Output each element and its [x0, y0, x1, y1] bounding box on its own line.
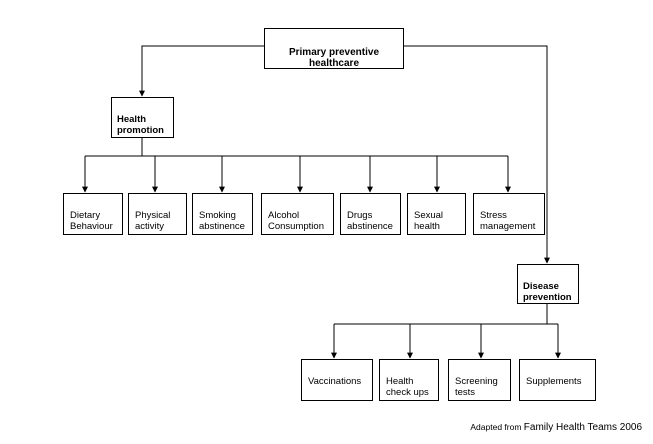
screening-tests-box: Screening tests	[448, 359, 511, 401]
smoking-abstinence-box: Smoking abstinence	[192, 193, 253, 235]
dietary-behaviour-label: Dietary Behaviour	[70, 209, 113, 233]
health-check-ups-label: Health check ups	[386, 375, 429, 399]
disease-prevention-box: Disease prevention	[517, 264, 579, 304]
root-node-box: Primary preventive healthcare	[264, 28, 404, 69]
screening-tests-label: Screening tests	[455, 375, 498, 399]
connector-root-to-health-promotion	[139, 45, 264, 97]
physical-activity-box: Physical activity	[128, 193, 187, 235]
source-prefix: Adapted from	[470, 422, 522, 432]
root-node-label: Primary preventive healthcare	[288, 46, 380, 70]
alcohol-consumption-label: Alcohol Consumption	[268, 209, 324, 233]
supplements-label: Supplements	[526, 375, 582, 387]
stress-management-label: Stress management	[480, 209, 536, 233]
alcohol-consumption-box: Alcohol Consumption	[261, 193, 334, 235]
sexual-health-box: Sexual health	[407, 193, 466, 235]
disease-prevention-label: Disease prevention	[523, 280, 572, 304]
sexual-health-label: Sexual health	[414, 209, 444, 233]
physical-activity-label: Physical activity	[135, 209, 171, 233]
smoking-abstinence-label: Smoking abstinence	[199, 209, 245, 233]
supplements-box: Supplements	[519, 359, 596, 401]
health-promotion-label: Health promotion	[117, 113, 164, 137]
drugs-abstinence-box: Drugs abstinence	[340, 193, 401, 235]
health-promotion-box: Health promotion	[111, 97, 174, 138]
health-check-ups-box: Health check ups	[379, 359, 439, 401]
dietary-behaviour-box: Dietary Behaviour	[63, 193, 123, 235]
vaccinations-box: Vaccinations	[301, 359, 373, 401]
vaccinations-label: Vaccinations	[308, 375, 362, 387]
source-name: Family Health Teams 2006	[523, 422, 642, 433]
stress-management-box: Stress management	[473, 193, 545, 235]
drugs-abstinence-label: Drugs abstinence	[347, 209, 393, 233]
connector-root-to-disease-prevention	[404, 45, 550, 264]
source-note: Adapted from Family Health Teams 2006	[470, 422, 642, 433]
